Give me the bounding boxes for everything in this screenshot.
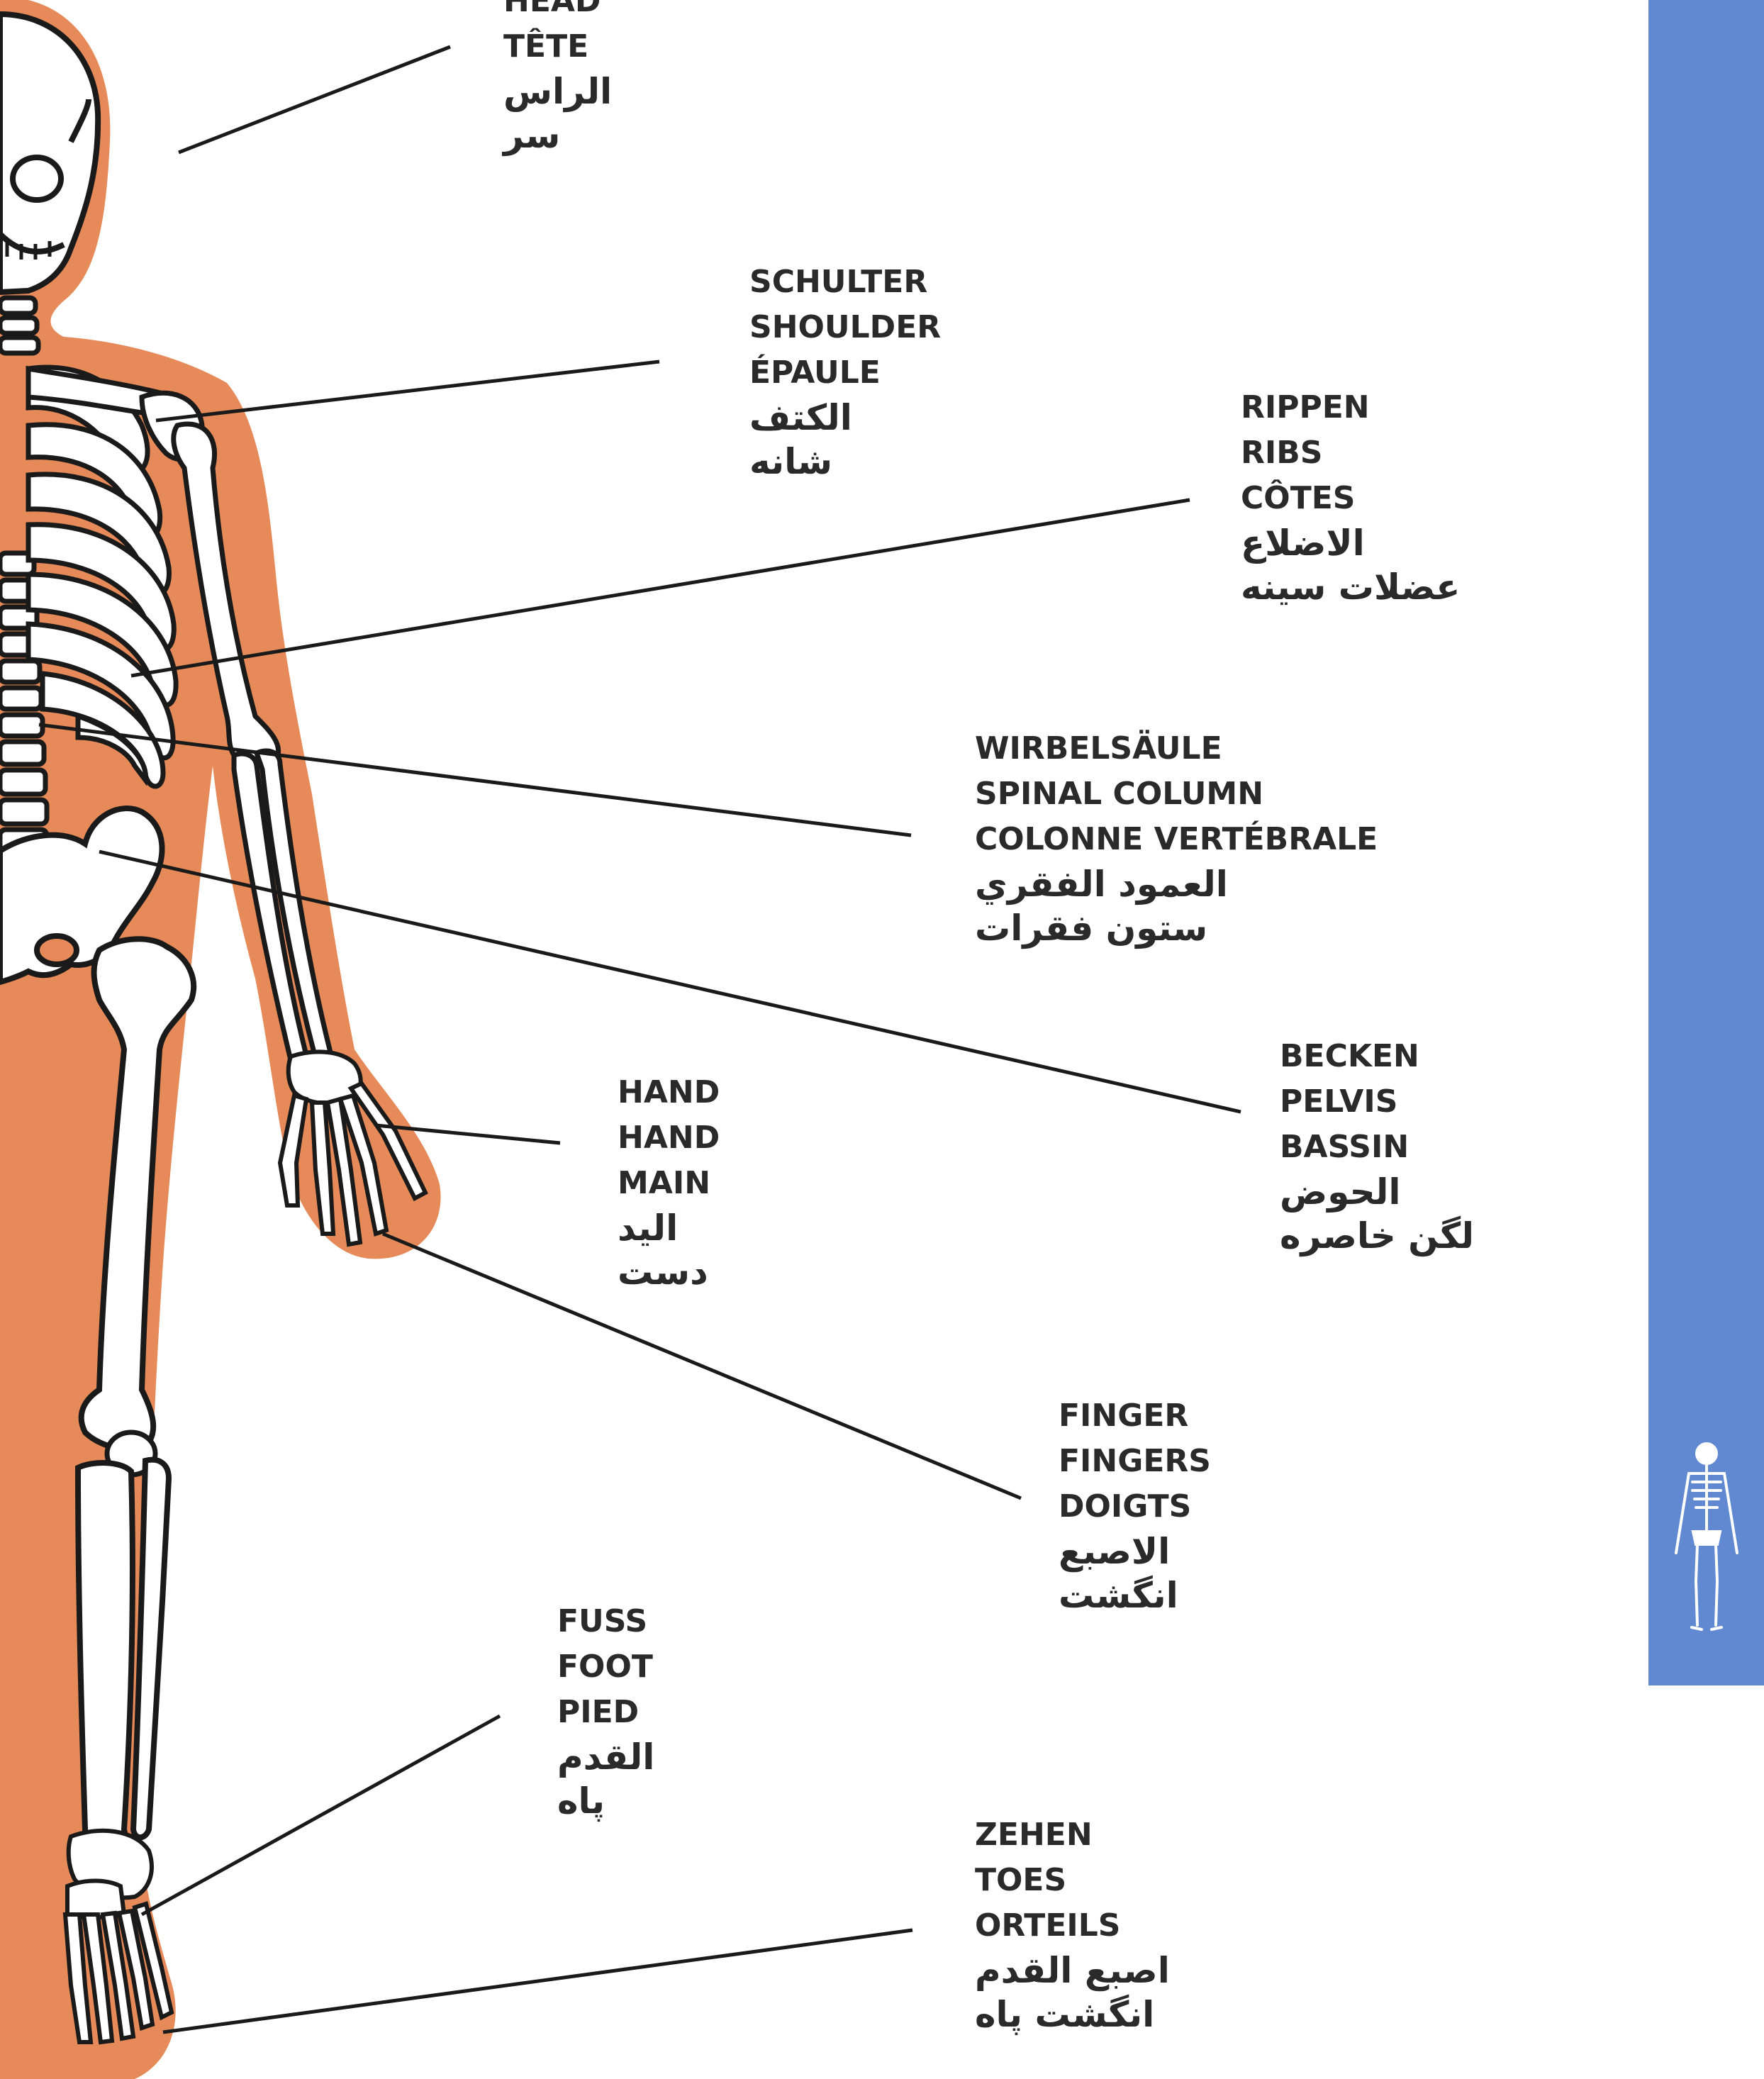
neck — [0, 298, 38, 353]
label-ribs: RIPPEN RIBS CÔTES الاضلاع عضلات سینه — [1241, 385, 1460, 609]
label-hand-ar: اليد — [618, 1206, 720, 1250]
label-toes: ZEHEN TOES ORTEILS اصبع القدم انگشت پاه — [975, 1812, 1170, 2036]
label-ribs-fa: عضلات سینه — [1241, 565, 1460, 609]
label-spine-fa: ستون فقرات — [975, 906, 1378, 950]
leader-ribs — [131, 500, 1190, 676]
label-spine: WIRBELSÄULE SPINAL COLUMN COLONNE VERTÉB… — [975, 726, 1378, 950]
label-fingers-ar: الاصبع — [1059, 1529, 1211, 1573]
label-hand-de: HAND — [618, 1070, 720, 1115]
label-shoulder-de: SCHULTER — [749, 260, 941, 305]
label-ribs-ar: الاضلاع — [1241, 521, 1460, 565]
label-head: HEAD TÊTE الراس سر — [503, 0, 612, 157]
leader-head — [179, 47, 450, 152]
sidebar-panel — [1648, 0, 1764, 1685]
label-ribs-fr: CÔTES — [1241, 476, 1460, 521]
label-foot-de: FUSS — [557, 1599, 654, 1644]
label-fingers-de: FINGER — [1059, 1393, 1211, 1439]
label-pelvis-en: PELVIS — [1280, 1079, 1474, 1125]
label-toes-de: ZEHEN — [975, 1812, 1170, 1858]
label-ribs-en: RIBS — [1241, 430, 1460, 476]
label-spine-de: WIRBELSÄULE — [975, 726, 1378, 771]
label-foot-en: FOOT — [557, 1644, 654, 1690]
label-spine-fr: COLONNE VERTÉBRALE — [975, 817, 1378, 862]
label-head-de: HEAD — [503, 0, 612, 24]
label-head-ar: الراس — [503, 69, 612, 113]
label-fingers-fr: DOIGTS — [1059, 1484, 1211, 1529]
label-head-fa: سر — [503, 113, 612, 157]
body-silhouette — [0, 0, 441, 2079]
skeleton-thumbnail-icon[interactable] — [1668, 1439, 1746, 1637]
label-shoulder-fa: شانه — [749, 440, 941, 484]
label-foot-ar: القدم — [557, 1735, 654, 1779]
label-shoulder-ar: الكتف — [749, 396, 941, 440]
label-head-en: TÊTE — [503, 24, 612, 69]
label-toes-ar: اصبع القدم — [975, 1949, 1170, 1992]
label-pelvis-fr: BASSIN — [1280, 1125, 1474, 1170]
label-shoulder: SCHULTER SHOULDER ÉPAULE الكتف شانه — [749, 260, 941, 484]
label-pelvis-ar: الحوض — [1280, 1170, 1474, 1214]
label-hand-fa: دست — [618, 1250, 720, 1294]
label-toes-fr: ORTEILS — [975, 1903, 1170, 1949]
label-spine-en: SPINAL COLUMN — [975, 771, 1378, 817]
label-hand-fr: MAIN — [618, 1161, 720, 1206]
label-foot-fa: پاه — [557, 1779, 654, 1823]
label-foot: FUSS FOOT PIED القدم پاه — [557, 1599, 654, 1823]
label-shoulder-fr: ÉPAULE — [749, 350, 941, 396]
label-ribs-de: RIPPEN — [1241, 385, 1460, 430]
label-hand: HAND HAND MAIN اليد دست — [618, 1070, 720, 1294]
label-fingers-en: FINGERS — [1059, 1439, 1211, 1484]
leader-toes — [163, 1930, 912, 2032]
label-toes-en: TOES — [975, 1858, 1170, 1903]
label-hand-en: HAND — [618, 1115, 720, 1161]
label-pelvis: BECKEN PELVIS BASSIN الحوض لگن خاصره — [1280, 1034, 1474, 1258]
label-pelvis-de: BECKEN — [1280, 1034, 1474, 1079]
label-spine-ar: العمود الفقري — [975, 862, 1378, 906]
label-foot-fr: PIED — [557, 1690, 654, 1735]
label-pelvis-fa: لگن خاصره — [1280, 1214, 1474, 1258]
label-shoulder-en: SHOULDER — [749, 305, 941, 350]
lower-leg — [78, 1460, 169, 1854]
label-toes-fa: انگشت پاه — [975, 1992, 1170, 2036]
leader-foot — [142, 1716, 500, 1914]
label-fingers: FINGER FINGERS DOIGTS الاصبع انگشت — [1059, 1393, 1211, 1617]
label-fingers-fa: انگشت — [1059, 1573, 1211, 1617]
